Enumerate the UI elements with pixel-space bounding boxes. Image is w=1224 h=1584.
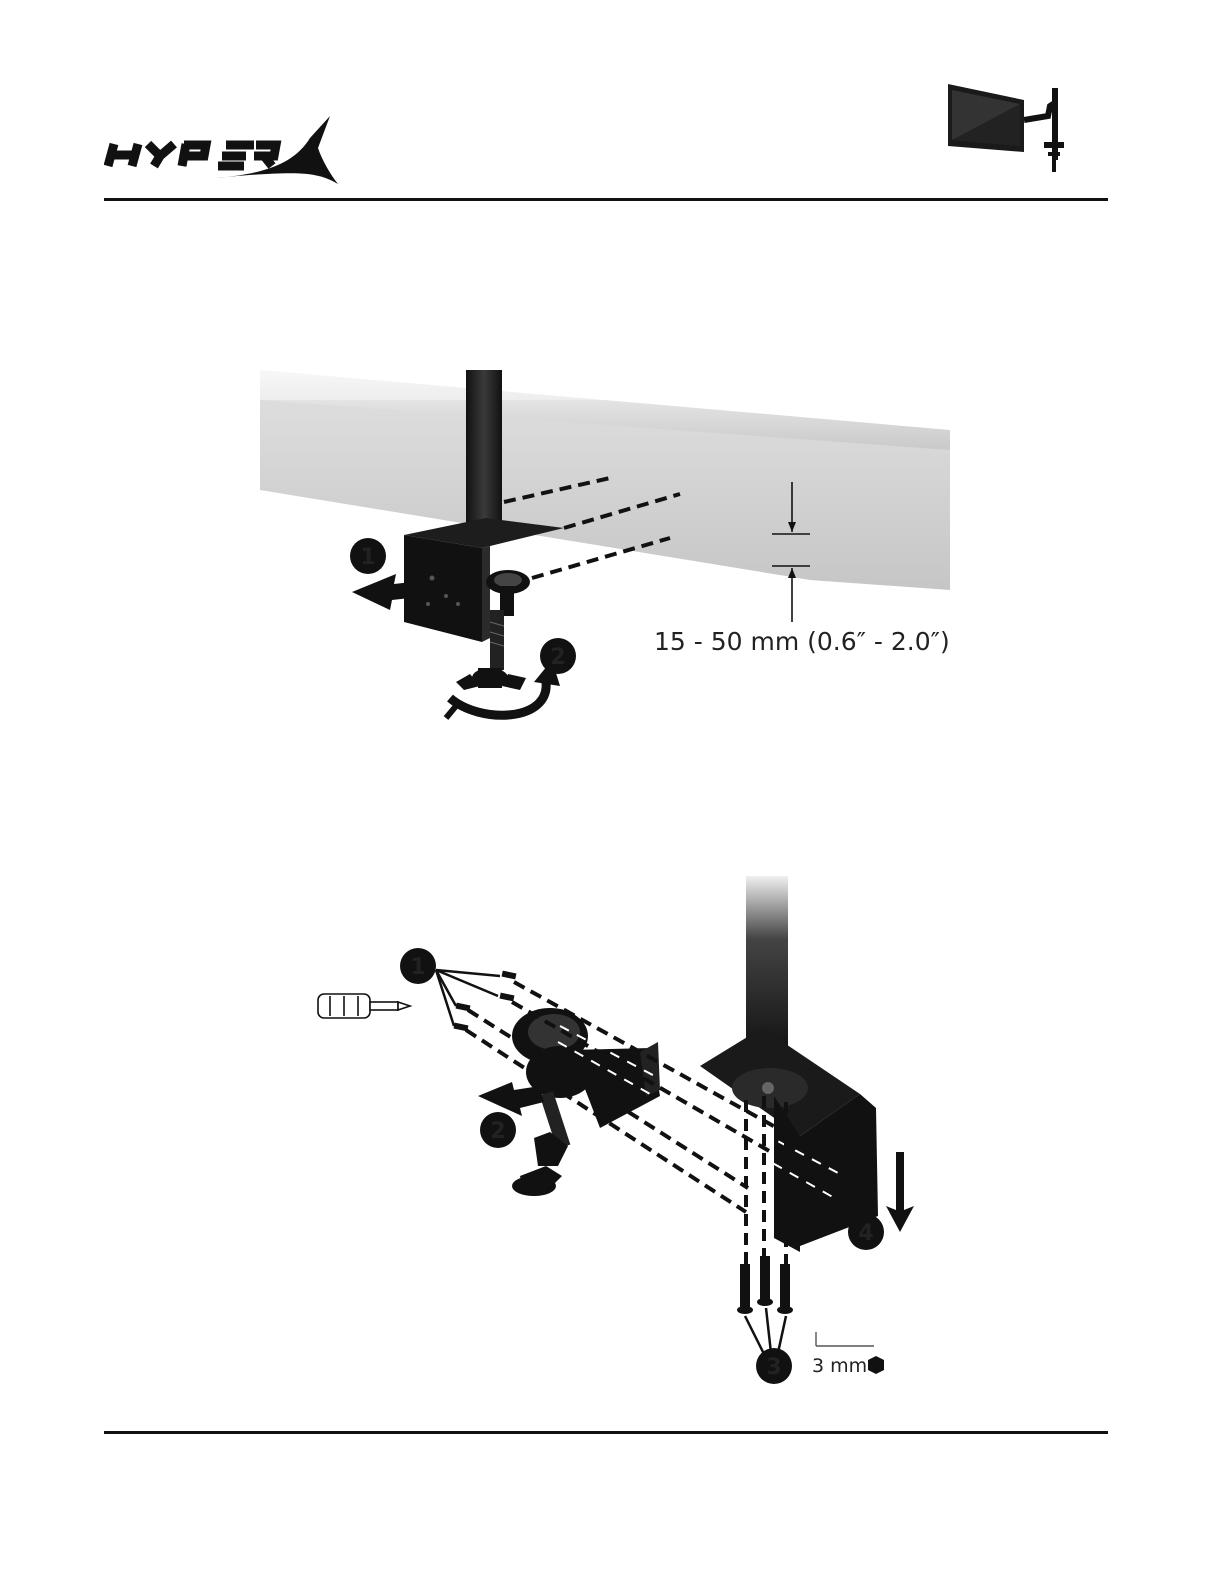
step-2-callout: 2 [540,638,576,674]
svg-text:4: 4 [858,1221,873,1246]
hex-key-size: 3 mm [812,1355,867,1377]
svg-text:2: 2 [550,645,565,670]
hex-key-icon [816,1332,874,1346]
monitor-arm-thumbnail [944,80,1074,180]
footer-divider [104,1431,1108,1434]
header-divider [104,198,1108,201]
figure-desk-clamp: 1 2 15 - 50 mm (0.6″ - 2.0″) [250,360,970,750]
svg-text:3: 3 [766,1355,781,1380]
desk-thickness-label: 15 - 50 mm (0.6″ - 2.0″) [654,627,950,656]
step-3-callout: 3 [756,1348,792,1384]
screwdriver-icon [318,994,410,1018]
step-1-callout: 1 [400,948,436,984]
hexagon-icon [868,1356,884,1374]
svg-text:1: 1 [360,545,375,570]
step-1-callout: 1 [350,538,386,574]
step-2-callout: 2 [480,1112,516,1148]
svg-text:1: 1 [410,955,425,980]
figure-bracket-assembly: 3 mm 1 2 3 4 [300,876,920,1396]
svg-text:2: 2 [490,1119,505,1144]
step-4-callout: 4 [848,1214,884,1250]
hyperx-logo [104,104,344,188]
